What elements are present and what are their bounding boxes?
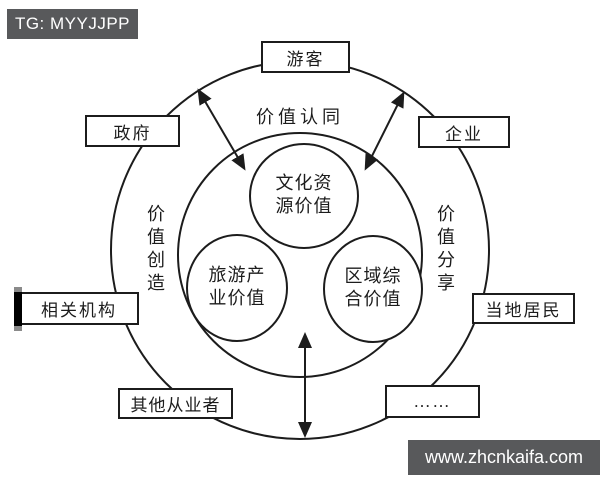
left-edge-marker bbox=[14, 287, 22, 331]
label-cultural-resource-value: 文化资 源价值 bbox=[254, 172, 354, 218]
double-arrow-upper-left bbox=[197, 88, 246, 171]
label-line: 区域综 bbox=[344, 266, 402, 286]
label-line: 文化资 bbox=[275, 173, 333, 193]
ellipse-cultural-resource-value bbox=[249, 143, 359, 249]
ellipse-tourism-industry-value bbox=[186, 234, 288, 342]
box-other-practitioners: 其他从业者 bbox=[118, 388, 233, 419]
label-tourism-industry-value: 旅游产 业价值 bbox=[187, 264, 287, 310]
watermark-badge-top-left: TG: MYYJJPP bbox=[7, 9, 138, 39]
ring-label-value-sharing: 价值分享 bbox=[435, 204, 455, 296]
box-enterprise: 企业 bbox=[418, 116, 510, 148]
double-arrow-upper-right bbox=[364, 91, 405, 171]
box-related-institutions: 相关机构 bbox=[19, 292, 139, 325]
box-government: 政府 bbox=[85, 115, 180, 147]
box-local-residents: 当地居民 bbox=[472, 293, 575, 324]
ellipse-regional-comprehensive-value bbox=[323, 235, 423, 343]
label-line: 业价值 bbox=[208, 288, 266, 308]
ring-label-value-identification: 价值认同 bbox=[256, 107, 344, 127]
label-line: 源价值 bbox=[275, 196, 333, 216]
box-tourist: 游客 bbox=[261, 41, 350, 73]
box-ellipsis: …… bbox=[385, 385, 480, 418]
label-regional-comprehensive-value: 区域综 合价值 bbox=[323, 265, 423, 311]
label-line: 旅游产 bbox=[208, 265, 266, 285]
watermark-badge-bottom-right: www.zhcnkaifa.com bbox=[408, 440, 600, 475]
ring-label-value-creation: 价值创造 bbox=[145, 204, 165, 296]
label-line: 合价值 bbox=[344, 289, 402, 309]
